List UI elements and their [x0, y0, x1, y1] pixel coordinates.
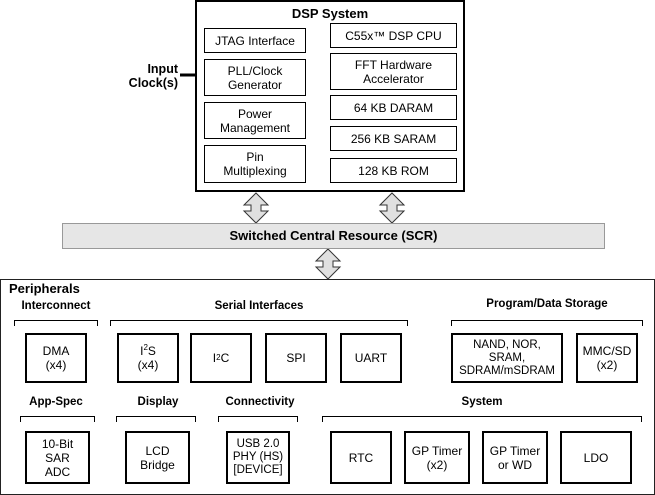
- dsp-system-title: DSP System: [291, 6, 369, 21]
- i2s-count: (x4): [137, 358, 159, 372]
- usb-phy-block: USB 2.0 PHY (HS) [DEVICE]: [226, 431, 290, 484]
- nand-nor-sram-block: NAND, NOR, SRAM, SDRAM/mSDRAM: [451, 333, 563, 383]
- interconnect-bracket: [14, 320, 98, 326]
- c55x-dsp-cpu-block: C55x™ DSP CPU: [330, 23, 457, 48]
- serial-interfaces-label: Serial Interfaces: [214, 300, 304, 312]
- serial-interfaces-bracket: [110, 320, 408, 326]
- app-spec-bracket: [20, 416, 95, 422]
- sar-adc-block: 10-Bit SAR ADC: [25, 431, 90, 484]
- program-data-storage-label: Program/Data Storage: [486, 298, 608, 310]
- interconnect-label: Interconnect: [21, 300, 91, 312]
- power-management-block: Power Management: [204, 102, 306, 139]
- scr-bus: Switched Central Resource (SCR): [62, 223, 605, 249]
- dsp-scr-arrow-left: [242, 192, 270, 224]
- i2s-sup: 2: [143, 343, 148, 352]
- connectivity-bracket: [218, 416, 298, 422]
- rom-block: 128 KB ROM: [330, 158, 457, 183]
- jtag-interface-block: JTAG Interface: [204, 28, 306, 53]
- system-bracket: [322, 416, 642, 422]
- saram-block: 256 KB SARAM: [330, 126, 457, 151]
- i2s-base: I: [140, 344, 144, 358]
- ldo-block: LDO: [560, 431, 632, 484]
- i2s-rest: S: [147, 344, 156, 358]
- pll-clock-generator-block: PLL/Clock Generator: [204, 59, 306, 96]
- spi-block: SPI: [265, 333, 327, 383]
- display-bracket: [116, 416, 196, 422]
- fft-hardware-accelerator-block: FFT Hardware Accelerator: [330, 53, 457, 90]
- program-data-storage-bracket: [451, 320, 643, 326]
- i2s-block: I2S (x4): [117, 333, 179, 383]
- daram-block: 64 KB DARAM: [330, 95, 457, 120]
- app-spec-label: App-Spec: [29, 396, 83, 408]
- gp-timer-block: GP Timer (x2): [404, 431, 470, 484]
- mmc-sd-block: MMC/SD (x2): [576, 333, 638, 383]
- gp-timer-wd-block: GP Timer or WD: [482, 431, 548, 484]
- system-label: System: [461, 396, 503, 408]
- dma-block: DMA (x4): [25, 333, 87, 383]
- connectivity-label: Connectivity: [225, 396, 295, 408]
- uart-block: UART: [340, 333, 402, 383]
- peripherals-title: Peripherals: [9, 281, 80, 296]
- dsp-scr-arrow-right: [378, 192, 406, 224]
- pin-multiplexing-block: Pin Multiplexing: [204, 145, 306, 183]
- display-label: Display: [137, 396, 179, 408]
- rtc-block: RTC: [330, 431, 392, 484]
- i2c-rest: C: [220, 351, 230, 365]
- input-clock-label: Input Clock(s): [128, 62, 178, 90]
- scr-peripherals-arrow: [314, 248, 342, 280]
- lcd-bridge-block: LCD Bridge: [125, 431, 190, 484]
- i2c-base: I: [212, 351, 217, 365]
